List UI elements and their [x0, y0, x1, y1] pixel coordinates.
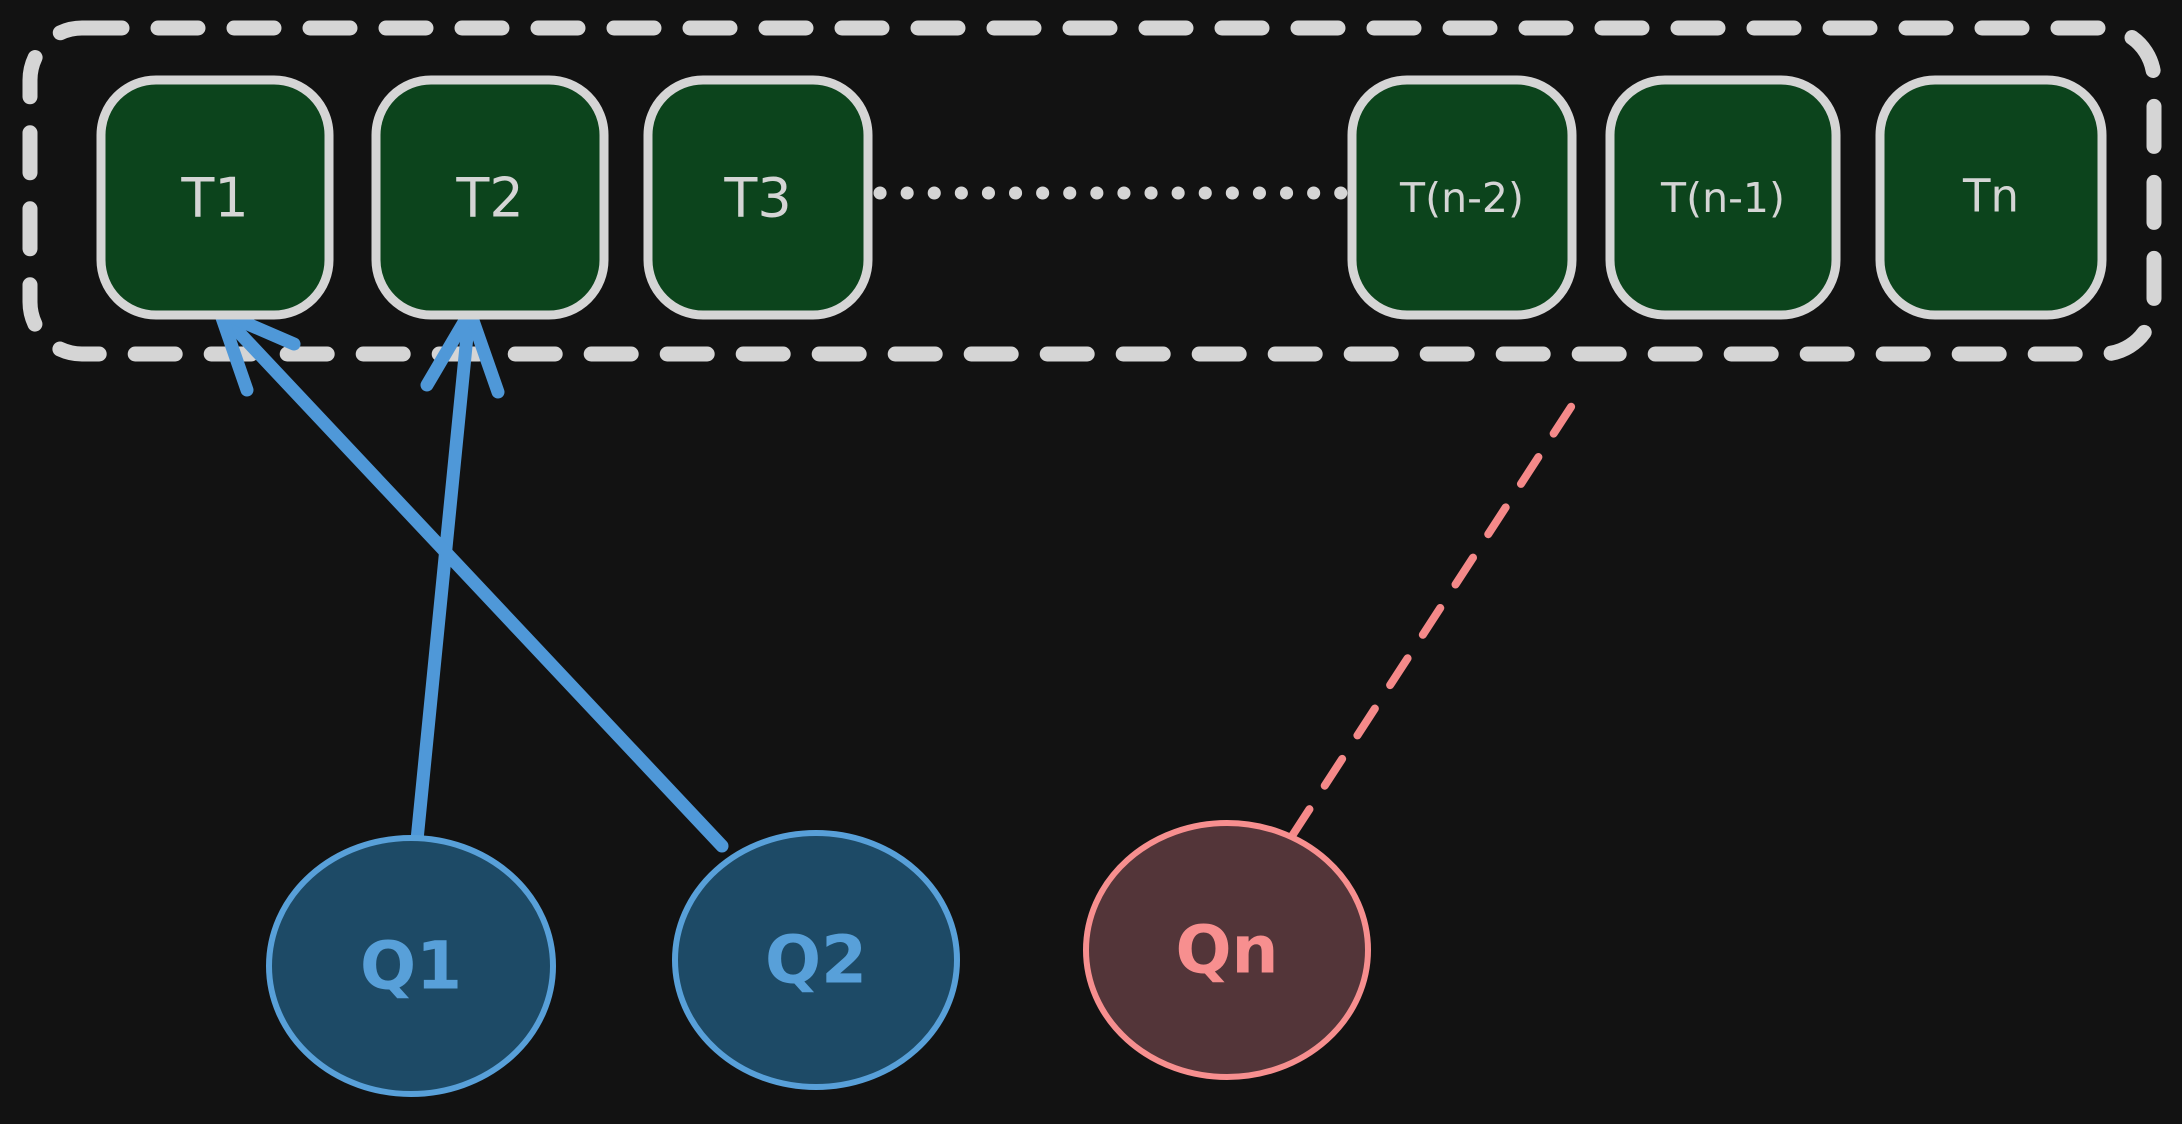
task-box-t3: T3 [643, 75, 873, 320]
task-label-tn-2: T(n-2) [1399, 174, 1524, 222]
task-box-t1: T1 [96, 75, 334, 320]
query-circle-q2: Q2 [672, 830, 960, 1090]
query-circle-qn: Qn [1083, 820, 1371, 1080]
task-container-boundary [22, 20, 2162, 362]
dashed-connector-qn [1288, 386, 1586, 840]
task-box-tn: Tn [1875, 75, 2107, 320]
task-label-t2: T2 [455, 167, 523, 230]
task-label-tn: Tn [1962, 170, 2019, 223]
query-label-q2: Q2 [765, 922, 867, 999]
task-label-tn-1: T(n-1) [1660, 174, 1785, 222]
query-label-q1: Q1 [360, 928, 462, 1005]
task-box-t2: T2 [371, 75, 609, 320]
task-label-t3: T3 [723, 167, 791, 230]
task-box-tn-2: T(n-2) [1347, 75, 1577, 320]
task-box-tn-1: T(n-1) [1605, 75, 1841, 320]
query-circle-q1: Q1 [266, 835, 556, 1097]
query-label-qn: Qn [1175, 912, 1278, 989]
task-label-t1: T1 [180, 167, 248, 230]
arrow-q1-t2 [410, 305, 505, 847]
arrow-q2-t1 [213, 305, 729, 853]
